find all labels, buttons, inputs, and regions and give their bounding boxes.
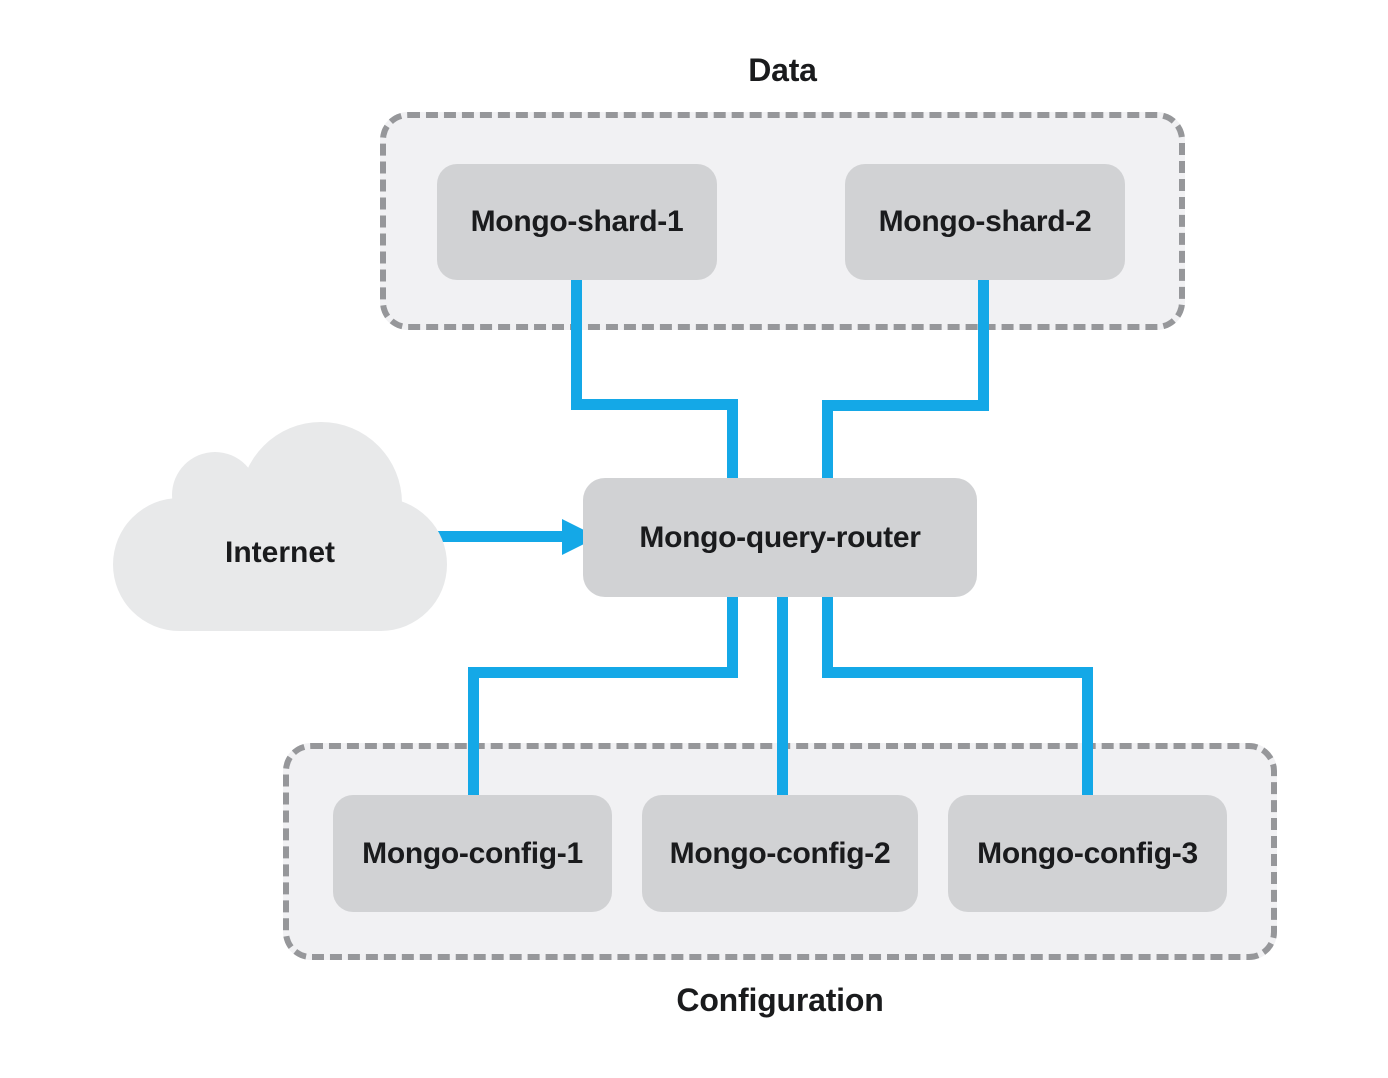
edge-router-config1-segment-v1 (727, 595, 738, 678)
edge-router-config2-segment-v (777, 595, 788, 797)
node-mongo-config-2: Mongo-config-2 (642, 795, 918, 912)
edge-shard2-router-segment-h (822, 400, 989, 411)
configuration-group-label: Configuration (676, 982, 884, 1018)
edge-router-config1-segment-h (468, 667, 738, 678)
node-mongo-config-3: Mongo-config-3 (948, 795, 1227, 912)
edge-router-config1-segment-v2 (468, 667, 479, 797)
edge-shard1-router-segment-v2 (727, 399, 738, 480)
data-group-label: Data (748, 52, 817, 88)
edge-shard2-router-segment-v2 (822, 400, 833, 480)
node-mongo-shard-1: Mongo-shard-1 (437, 164, 717, 280)
node-mongo-query-router: Mongo-query-router (583, 478, 977, 597)
node-mongo-shard-2: Mongo-shard-2 (845, 164, 1125, 280)
cloud-icon (113, 498, 447, 631)
edge-router-config3-segment-v2 (1082, 667, 1093, 797)
edge-router-config3-segment-h (822, 667, 1093, 678)
node-mongo-config-1: Mongo-config-1 (333, 795, 612, 912)
edge-shard1-router-segment-v1 (571, 276, 582, 410)
internet-label: Internet (224, 536, 335, 569)
edge-shard1-router-segment-h (571, 399, 738, 410)
internet-router-arrow-shaft (428, 531, 568, 542)
edge-shard2-router-segment-v1 (978, 276, 989, 411)
edge-router-config3-segment-v1 (822, 595, 833, 678)
